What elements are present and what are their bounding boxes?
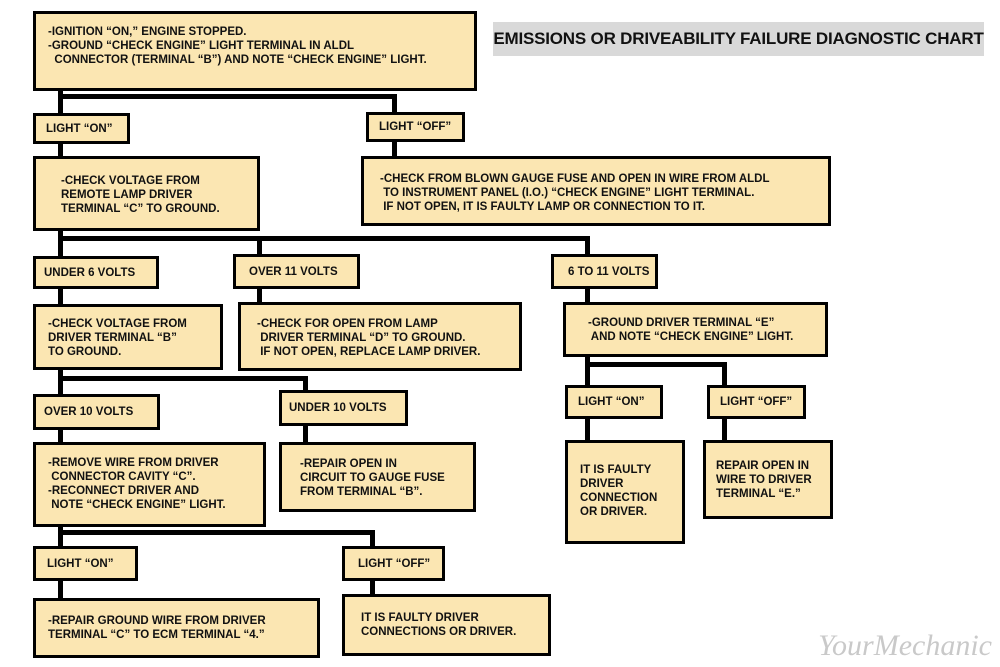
repair-open-terminal-e-text: REPAIR OPEN IN WIRE TO DRIVER TERMINAL “…: [716, 460, 812, 500]
6-to-11-volts-box: 6 TO 11 VOLTS: [551, 254, 658, 289]
over-11-volts-box: OVER 11 VOLTS: [233, 254, 360, 289]
chart-title: EMISSIONS OR DRIVEABILITY FAILURE DIAGNO…: [493, 22, 984, 56]
repair-open-terminal-e-box: REPAIR OPEN IN WIRE TO DRIVER TERMINAL “…: [703, 440, 833, 519]
light-on-box-1: LIGHT “ON”: [33, 113, 130, 144]
light-off-c-label: LIGHT “OFF”: [358, 557, 431, 570]
faulty-driver-connection-box-2: IT IS FAULTY DRIVER CONNECTIONS OR DRIVE…: [342, 594, 551, 656]
light-on-label-1: LIGHT “ON”: [46, 122, 113, 135]
check-voltage-remote-box: -CHECK VOLTAGE FROM REMOTE LAMP DRIVER T…: [33, 156, 260, 231]
yourmechanic-logo: YourMechanic: [818, 629, 992, 662]
faulty-driver-connection-text-2: IT IS FAULTY DRIVER CONNECTIONS OR DRIVE…: [361, 612, 517, 638]
light-off-e-label: LIGHT “OFF”: [720, 396, 793, 408]
light-on-c-label: LIGHT “ON”: [47, 557, 114, 570]
check-blown-fuse-box: -CHECK FROM BLOWN GAUGE FUSE AND OPEN IN…: [361, 156, 831, 226]
light-on-e-box: LIGHT “ON”: [565, 385, 663, 419]
light-off-e-box: LIGHT “OFF”: [707, 385, 806, 419]
over-10-volts-label: OVER 10 VOLTS: [44, 406, 134, 418]
check-blown-fuse-text: -CHECK FROM BLOWN GAUGE FUSE AND OPEN IN…: [380, 173, 770, 213]
light-on-e-label: LIGHT “ON”: [578, 396, 645, 408]
remove-wire-text: -REMOVE WIRE FROM DRIVER CONNECTOR CAVIT…: [48, 457, 226, 511]
check-voltage-driver-box: -CHECK VOLTAGE FROM DRIVER TERMINAL “B” …: [33, 304, 223, 370]
over-10-volts-box: OVER 10 VOLTS: [33, 394, 160, 430]
light-off-c-box: LIGHT “OFF”: [342, 546, 445, 581]
ground-driver-e-box: -GROUND DRIVER TERMINAL “E” AND NOTE “CH…: [563, 302, 828, 357]
remove-wire-box: -REMOVE WIRE FROM DRIVER CONNECTOR CAVIT…: [33, 442, 266, 527]
ground-driver-e-text: -GROUND DRIVER TERMINAL “E” AND NOTE “CH…: [588, 317, 794, 343]
faulty-driver-connection-text-1: IT IS FAULTY DRIVER CONNECTION OR DRIVER…: [580, 464, 658, 518]
repair-open-gauge-box: -REPAIR OPEN IN CIRCUIT TO GAUGE FUSE FR…: [279, 442, 476, 512]
check-open-lamp-text: -CHECK FOR OPEN FROM LAMP DRIVER TERMINA…: [257, 318, 481, 358]
faulty-driver-connection-box-1: IT IS FAULTY DRIVER CONNECTION OR DRIVER…: [565, 440, 685, 544]
start-box: -IGNITION “ON,” ENGINE STOPPED. -GROUND …: [33, 11, 477, 91]
check-voltage-driver-text: -CHECK VOLTAGE FROM DRIVER TERMINAL “B” …: [48, 318, 187, 358]
repair-open-gauge-text: -REPAIR OPEN IN CIRCUIT TO GAUGE FUSE FR…: [300, 458, 445, 498]
light-off-label-1: LIGHT “OFF”: [379, 121, 452, 133]
under-10-volts-box: UNDER 10 VOLTS: [279, 390, 408, 426]
6-to-11-volts-label: 6 TO 11 VOLTS: [568, 265, 650, 278]
under-6-volts-label: UNDER 6 VOLTS: [44, 266, 136, 279]
light-on-c-box: LIGHT “ON”: [33, 546, 138, 581]
repair-ground-wire-box: -REPAIR GROUND WIRE FROM DRIVER TERMINAL…: [33, 598, 320, 658]
under-6-volts-box: UNDER 6 VOLTS: [33, 256, 159, 289]
check-voltage-remote-text: -CHECK VOLTAGE FROM REMOTE LAMP DRIVER T…: [61, 175, 220, 215]
check-open-lamp-box: -CHECK FOR OPEN FROM LAMP DRIVER TERMINA…: [238, 302, 522, 371]
light-off-box-1: LIGHT “OFF”: [366, 112, 465, 142]
over-11-volts-label: OVER 11 VOLTS: [249, 265, 338, 278]
repair-ground-wire-text: -REPAIR GROUND WIRE FROM DRIVER TERMINAL…: [48, 615, 266, 641]
start-text: -IGNITION “ON,” ENGINE STOPPED. -GROUND …: [48, 26, 427, 66]
under-10-volts-label: UNDER 10 VOLTS: [289, 402, 387, 414]
